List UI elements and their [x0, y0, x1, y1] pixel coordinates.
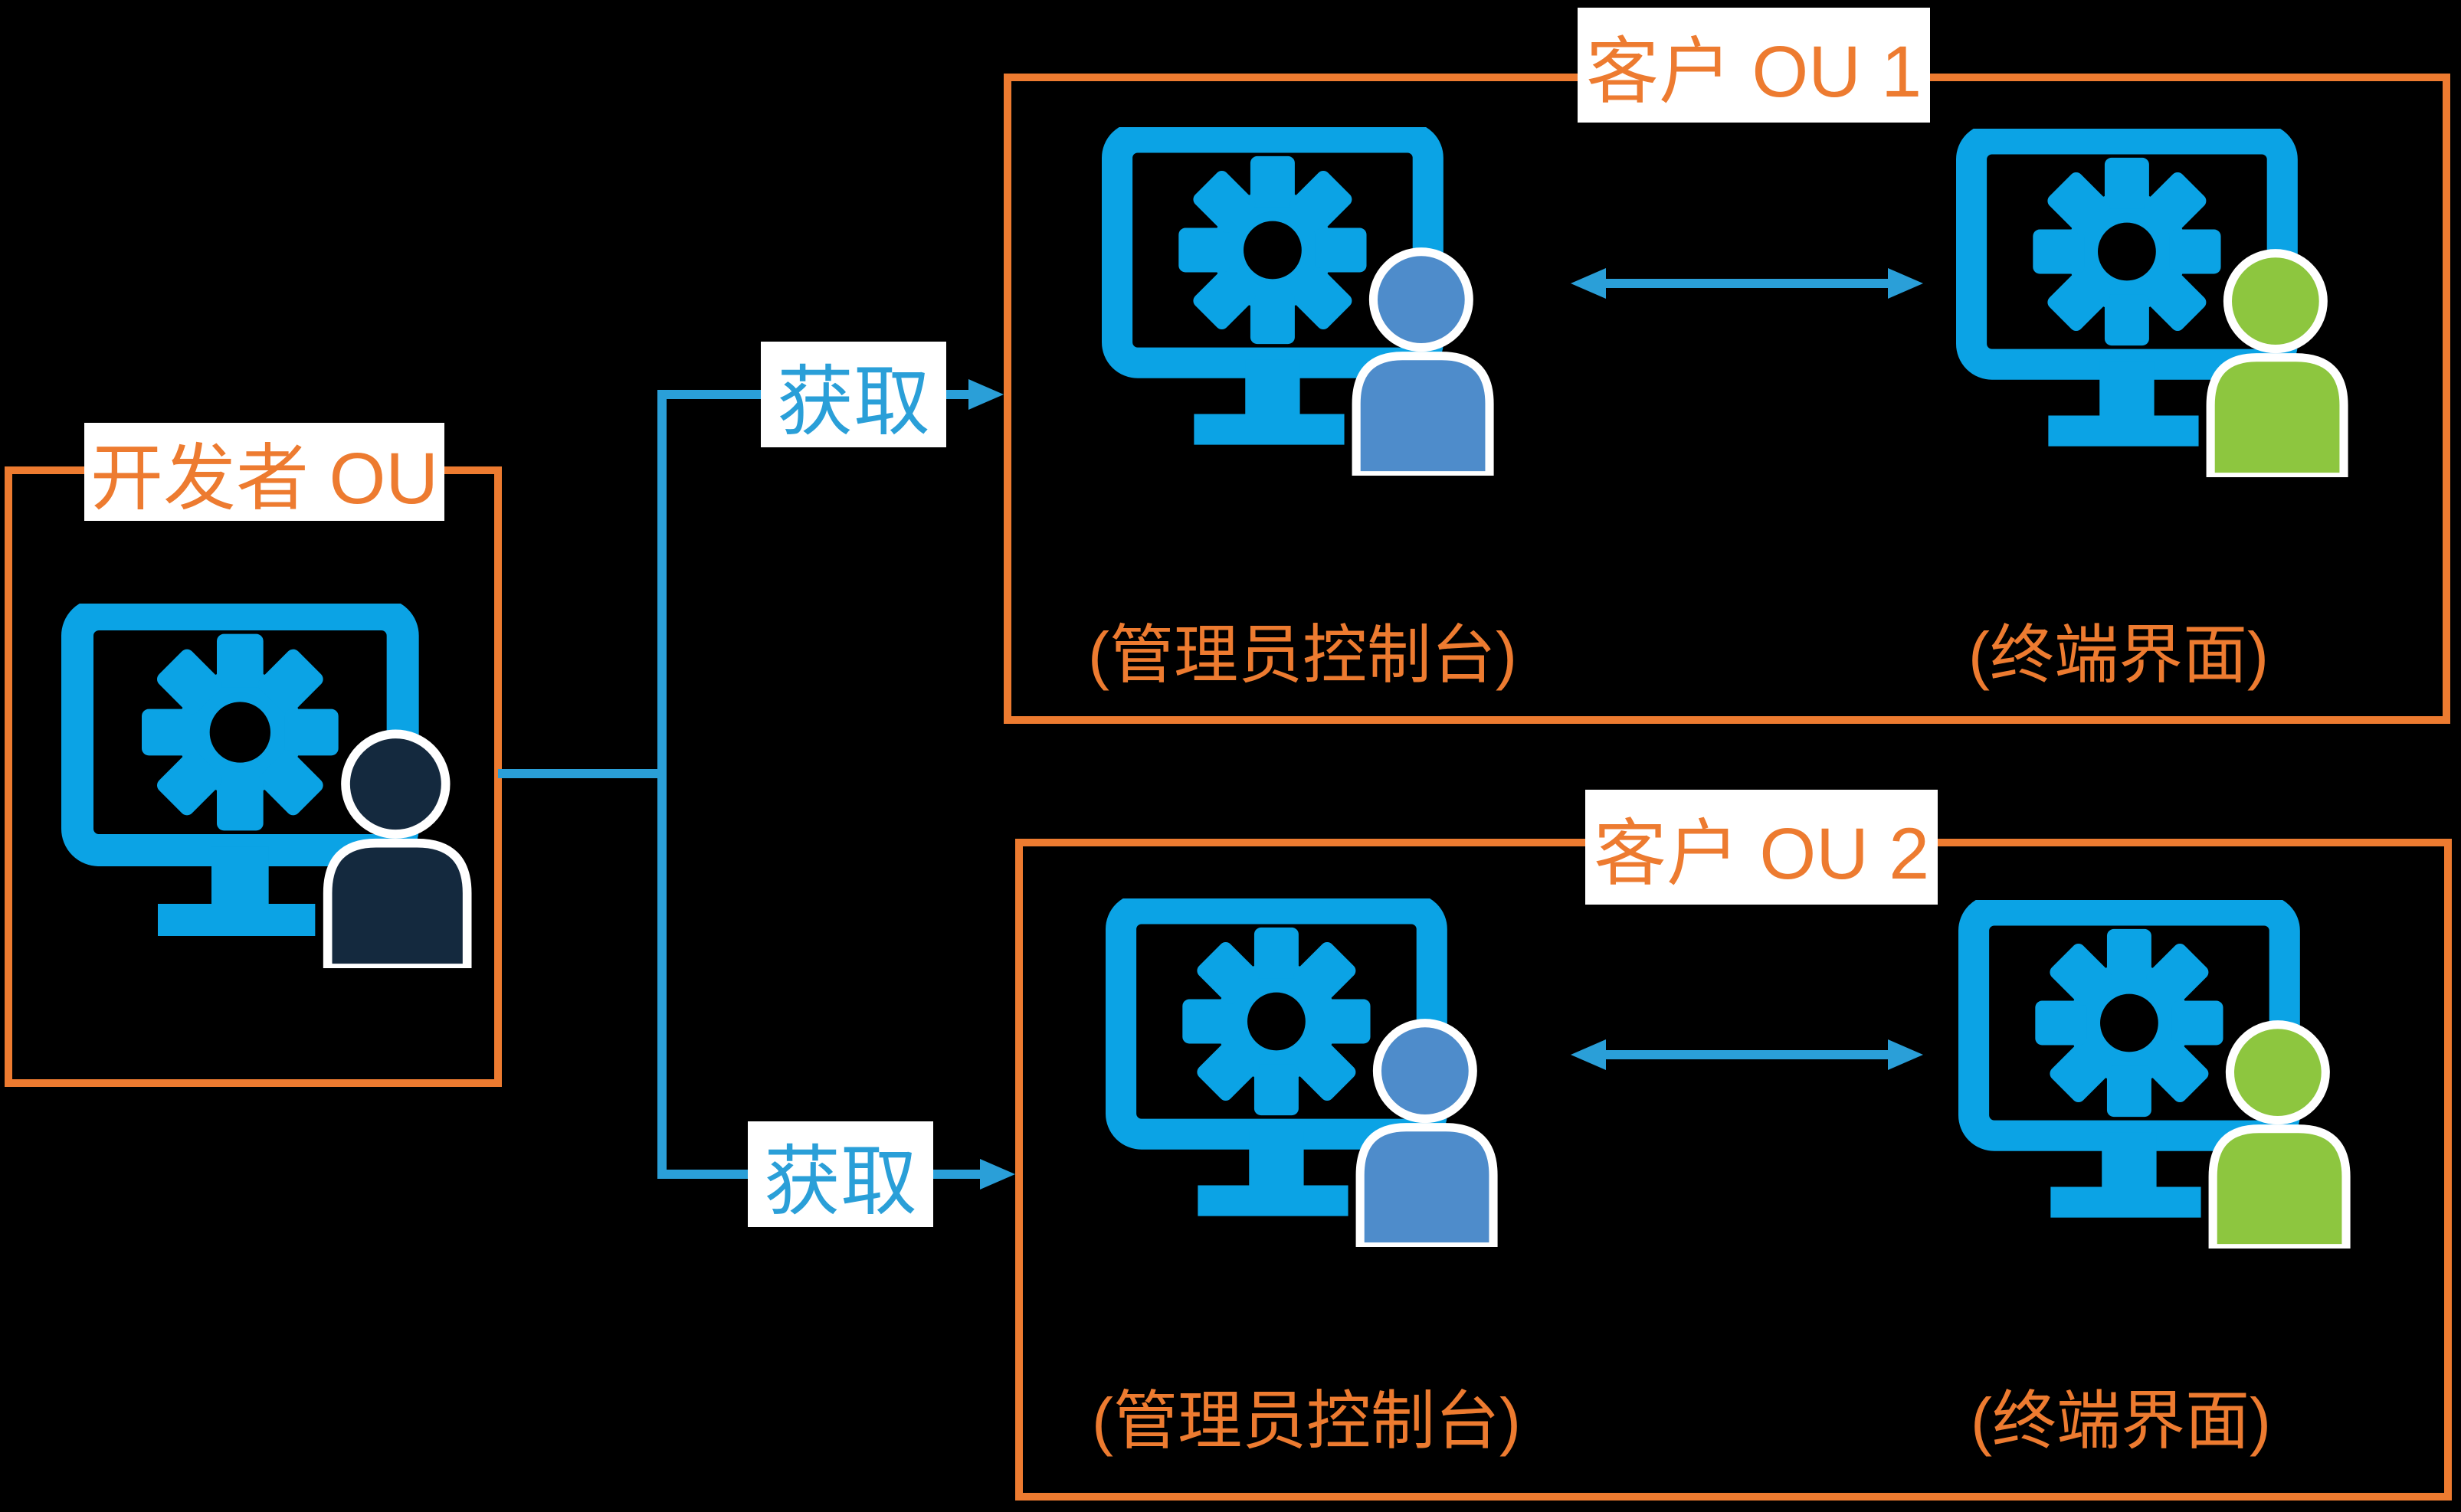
user-icon: [2208, 1020, 2351, 1249]
customer-ou-1-label: 客户 OU 1: [1578, 8, 1930, 123]
monitor-stand: [2102, 1132, 2157, 1194]
monitor-stand: [1245, 359, 1300, 421]
arrow-head-bottom-icon: [980, 1159, 1015, 1190]
user-icon: [323, 729, 472, 968]
customer-ou-1-admin-console-icon: [1102, 127, 1512, 476]
customer-ou-2-terminal-icon: [1958, 900, 2368, 1249]
monitor-base: [1194, 414, 1345, 445]
monitor-base: [2050, 1186, 2201, 1218]
monitor-stand: [2099, 361, 2155, 423]
customer-ou-2-admin-console-icon: [1106, 898, 1516, 1247]
arrow-head-right-icon: [1888, 1039, 1923, 1070]
monitor-base: [2048, 415, 2199, 447]
developer-ou-label: 开发者 OU: [84, 423, 444, 521]
monitor-base: [1198, 1185, 1348, 1216]
gear-icon: [142, 633, 339, 831]
monitor-gear-user-icon: [61, 604, 472, 968]
monitor-gear-user-icon: [1958, 900, 2351, 1249]
edge-line-split-vertical: [657, 390, 667, 1179]
customer-ou-2-admin-caption: (管理员控制台): [1092, 1385, 1521, 1457]
arrow-head-top-icon: [968, 379, 1004, 410]
arrow-head-left-icon: [1571, 1039, 1606, 1070]
bidirectional-arrow-ou2: [1571, 1039, 1923, 1070]
edge-line-dev-out: [498, 769, 662, 778]
user-icon: [1352, 247, 1494, 476]
customer-ou-2-terminal-caption: (终端界面): [1971, 1385, 2271, 1457]
edge-label-bottom: 获取: [748, 1121, 933, 1227]
arrow-head-right-icon: [1888, 268, 1923, 299]
gear-icon: [1178, 155, 1367, 345]
arrow-head-left-icon: [1571, 268, 1606, 299]
gear-icon: [1182, 927, 1371, 1116]
user-icon: [2206, 249, 2348, 477]
developer-workstation-icon: [61, 604, 490, 968]
customer-ou-1-admin-caption: (管理员控制台): [1088, 619, 1517, 691]
gear-icon: [2035, 928, 2223, 1118]
monitor-base: [158, 904, 316, 936]
customer-ou-1-terminal-icon: [1956, 129, 2366, 477]
monitor-stand: [211, 846, 269, 911]
edge-label-top: 获取: [761, 342, 946, 447]
arrow-shaft: [1606, 279, 1888, 288]
arrow-shaft: [1606, 1050, 1888, 1059]
user-icon: [1355, 1019, 1498, 1247]
customer-ou-1-terminal-caption: (终端界面): [1968, 619, 2269, 691]
monitor-gear-user-icon: [1102, 127, 1494, 476]
monitor-gear-user-icon: [1106, 898, 1498, 1247]
monitor-stand: [1249, 1131, 1304, 1193]
bidirectional-arrow-ou1: [1571, 268, 1923, 299]
gear-icon: [2033, 157, 2221, 346]
monitor-gear-user-icon: [1956, 129, 2348, 477]
customer-ou-2-label: 客户 OU 2: [1585, 790, 1938, 905]
